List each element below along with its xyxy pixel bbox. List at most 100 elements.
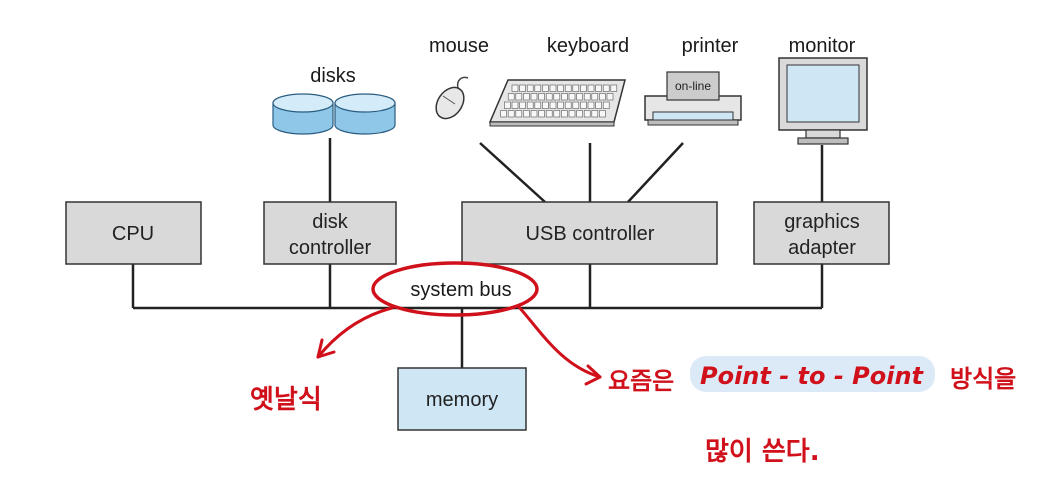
printer-status-label: on-line xyxy=(675,79,711,93)
printer-label: printer xyxy=(682,35,739,57)
disk-2-icon xyxy=(334,93,396,135)
arrow-old-style xyxy=(316,306,394,359)
keyboard-label: keyboard xyxy=(547,35,629,57)
keyboard-key xyxy=(602,84,610,92)
keyboard-key xyxy=(526,101,534,109)
keyboard-key xyxy=(530,93,538,101)
keyboard-key xyxy=(564,84,572,92)
annotation-old-style: 옛날식 xyxy=(250,385,322,415)
disk-icon xyxy=(272,93,396,135)
keyboard-key xyxy=(523,110,530,118)
keyboard-key xyxy=(511,101,519,109)
keyboard-key xyxy=(530,110,538,118)
keyboard-key xyxy=(519,101,526,109)
keyboard-key xyxy=(572,84,580,92)
monitor-label: monitor xyxy=(789,35,856,57)
keyboard-key xyxy=(553,93,561,101)
system-bus-label: system bus xyxy=(410,279,511,301)
keyboard-key xyxy=(564,101,572,109)
memory-box xyxy=(397,367,527,431)
graphics-adapter-label-1: graphics xyxy=(784,211,860,233)
keyboard-key xyxy=(591,110,599,118)
graphics-adapter-box xyxy=(753,201,890,265)
arrow-nowadays xyxy=(516,304,602,379)
printer-status-panel xyxy=(666,71,720,101)
keyboard-key xyxy=(595,84,602,92)
cpu-label: CPU xyxy=(112,223,154,245)
keyboard-key xyxy=(542,101,549,109)
usb-controller-box xyxy=(461,201,718,265)
annotation-nowadays: 요즘은 xyxy=(608,367,674,395)
keyboard-key xyxy=(542,84,549,92)
arrow-old-style-head xyxy=(316,338,336,359)
disk-1-icon xyxy=(272,93,334,135)
disk-controller-label-1: disk xyxy=(312,211,349,233)
system-bus-highlight-circle xyxy=(371,261,539,317)
keyboard-key xyxy=(587,101,595,109)
keyboard-key xyxy=(507,93,515,101)
keyboard-key xyxy=(591,93,599,101)
annotation-point-to-point: Point - to - Point xyxy=(700,362,925,390)
keyboard-key xyxy=(526,84,534,92)
mouse-cable xyxy=(479,142,546,203)
printer-icon: on-line xyxy=(644,71,742,126)
keyboard-key xyxy=(606,93,614,101)
keyboard-key xyxy=(545,110,553,118)
printer-cable xyxy=(627,142,684,203)
keyboard-key xyxy=(523,93,530,101)
keyboard-key xyxy=(576,110,583,118)
disk-controller-box xyxy=(263,201,397,265)
component-boxes xyxy=(65,201,890,431)
monitor-icon xyxy=(778,57,868,145)
keyboard-key xyxy=(580,101,587,109)
disks-label: disks xyxy=(310,65,356,87)
keyboard-key xyxy=(515,93,523,101)
keyboard-key xyxy=(599,93,606,101)
keyboard-key xyxy=(595,101,602,109)
keyboard-key xyxy=(610,84,618,92)
keyboard-key xyxy=(549,101,557,109)
keyboard-key xyxy=(568,110,576,118)
keyboard-key xyxy=(580,84,587,92)
cpu-box xyxy=(65,201,202,265)
disk-controller-label-2: controller xyxy=(289,237,372,259)
keyboard-key xyxy=(538,110,545,118)
bus-lines xyxy=(131,138,824,368)
keyboard-key xyxy=(504,101,511,109)
keyboard-key xyxy=(572,101,580,109)
keyboard-key xyxy=(557,101,564,109)
keyboard-key xyxy=(545,93,553,101)
keyboard-key xyxy=(561,110,568,118)
keyboard-key xyxy=(583,110,591,118)
keyboard-key xyxy=(568,93,576,101)
annotation-arrows xyxy=(316,304,602,386)
annotation-use-often: 많이 쓴다. xyxy=(705,437,820,467)
keyboard-key xyxy=(602,101,610,109)
keyboard-key xyxy=(583,93,591,101)
keyboard-key xyxy=(553,110,561,118)
keyboard-key xyxy=(538,93,545,101)
keyboard-key xyxy=(534,84,542,92)
usb-controller-label: USB controller xyxy=(526,223,655,245)
keyboard-key xyxy=(534,101,542,109)
keyboard-key xyxy=(507,110,515,118)
keyboard-key xyxy=(557,84,564,92)
point-to-point-highlight xyxy=(690,356,935,392)
keyboard-key xyxy=(515,110,523,118)
keyboard-key xyxy=(519,84,526,92)
keyboard-key xyxy=(561,93,568,101)
graphics-adapter-label-2: adapter xyxy=(788,237,856,259)
mouse-icon xyxy=(435,76,469,120)
keyboard-icon xyxy=(488,79,626,127)
keyboard-key xyxy=(500,110,507,118)
mouse-label: mouse xyxy=(429,35,489,57)
keyboard-key xyxy=(587,84,595,92)
keyboard-key xyxy=(576,93,583,101)
memory-label: memory xyxy=(426,389,498,411)
keyboard-key xyxy=(511,84,519,92)
arrow-nowadays-head xyxy=(584,364,602,386)
annotation-method: 방식을 xyxy=(950,365,1016,393)
keyboard-key xyxy=(549,84,557,92)
